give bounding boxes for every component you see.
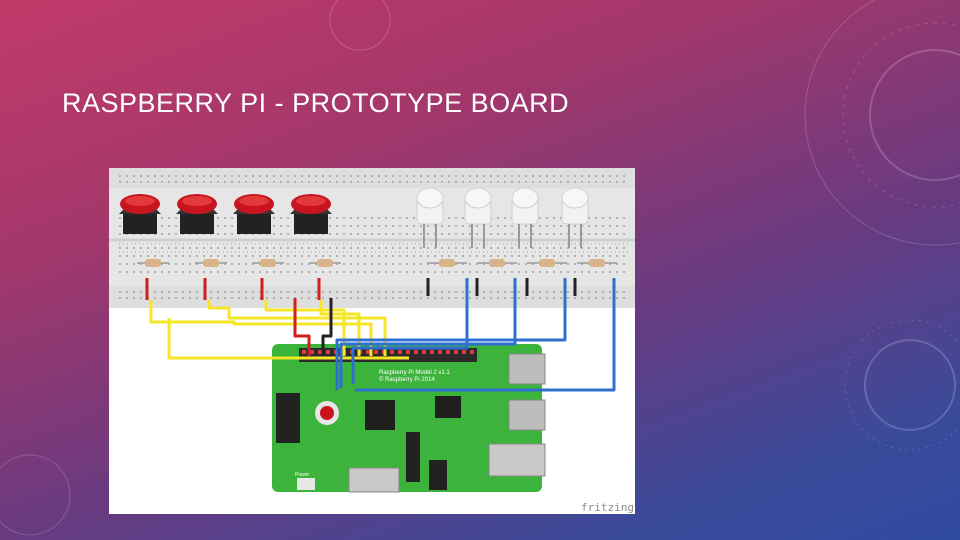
slide-title: RASPBERRY PI - PROTOTYPE BOARD xyxy=(62,88,570,118)
push-buttons xyxy=(119,194,332,234)
circuit-diagram: Raspberry Pi Model 2 v1.1 © Raspberry Pi… xyxy=(109,168,635,514)
leds xyxy=(416,187,589,248)
raspberry-pi-board xyxy=(272,344,546,493)
board-label-line1: Raspberry Pi Model 2 v1.1 xyxy=(379,370,450,376)
breadboard xyxy=(109,168,635,308)
board-label-line2: © Raspberry Pi 2014 xyxy=(379,376,435,383)
fritzing-watermark: fritzing xyxy=(581,501,634,514)
resistors xyxy=(137,259,617,267)
power-label: Power xyxy=(295,472,310,478)
